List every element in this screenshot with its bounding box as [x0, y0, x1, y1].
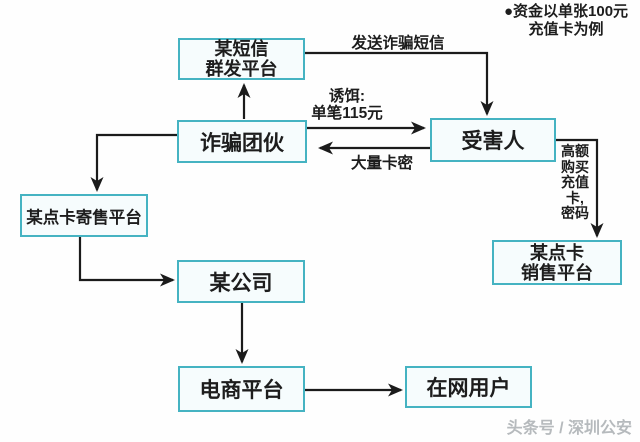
node-fraud-gang: 诈骗团伙 [177, 120, 307, 163]
edge-consignment-to-company [78, 237, 175, 287]
node-company: 某公司 [177, 260, 305, 303]
node-sms-mass-sending-platform: 某短信 群发平台 [178, 38, 305, 80]
edge-fraud-to-consignment [90, 133, 177, 192]
node-ecommerce-platform: 电商平台 [178, 366, 305, 412]
node-online-users: 在网用户 [405, 366, 532, 408]
note-funds-example: ●资金以单张100元 充值卡为例 [503, 3, 629, 38]
node-card-consignment-platform: 某点卡寄售平台 [20, 194, 148, 237]
edge-victim-to-card-sales [556, 138, 604, 238]
edge-label-high-value-purchase: 高额 购买 充值 卡, 密码 [561, 143, 589, 221]
node-victim: 受害人 [430, 118, 556, 162]
edge-sms-platform-to-victim [305, 51, 494, 116]
node-card-sales-platform: 某点卡 销售平台 [492, 240, 622, 285]
edge-label-many-card-codes: 大量卡密 [350, 155, 413, 172]
edge-label-send-fraud-sms: 发送诈骗短信 [351, 35, 445, 52]
watermark-source: 头条号 / 深圳公安 [506, 420, 632, 437]
edge-label-bait-115-yuan: 诱饵: 单笔115元 [311, 88, 383, 122]
